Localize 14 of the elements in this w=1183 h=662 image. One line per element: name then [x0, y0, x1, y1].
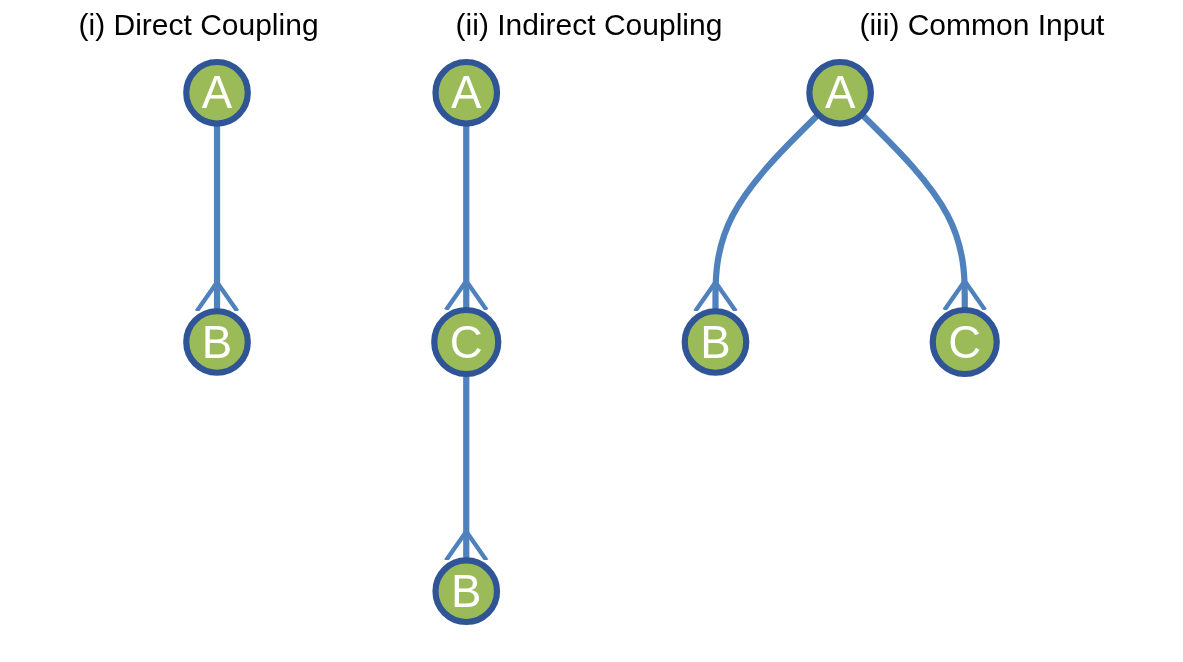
node-circle: A	[806, 58, 874, 127]
node-circle: A	[183, 58, 251, 127]
node-circle: B	[432, 557, 501, 626]
node-circle: B	[183, 308, 251, 376]
connector	[443, 374, 489, 563]
connector	[443, 123, 489, 313]
node-circle: A	[432, 58, 501, 127]
node-circle: B	[681, 308, 750, 376]
connector	[194, 123, 240, 314]
panel-heading: (iii) Common Input	[859, 8, 1105, 42]
node-circle: C	[431, 306, 502, 378]
panel-heading: (i) Direct Coupling	[78, 8, 319, 42]
node-circle: C	[929, 306, 1000, 378]
panel-heading: (ii) Indirect Coupling	[455, 8, 723, 42]
